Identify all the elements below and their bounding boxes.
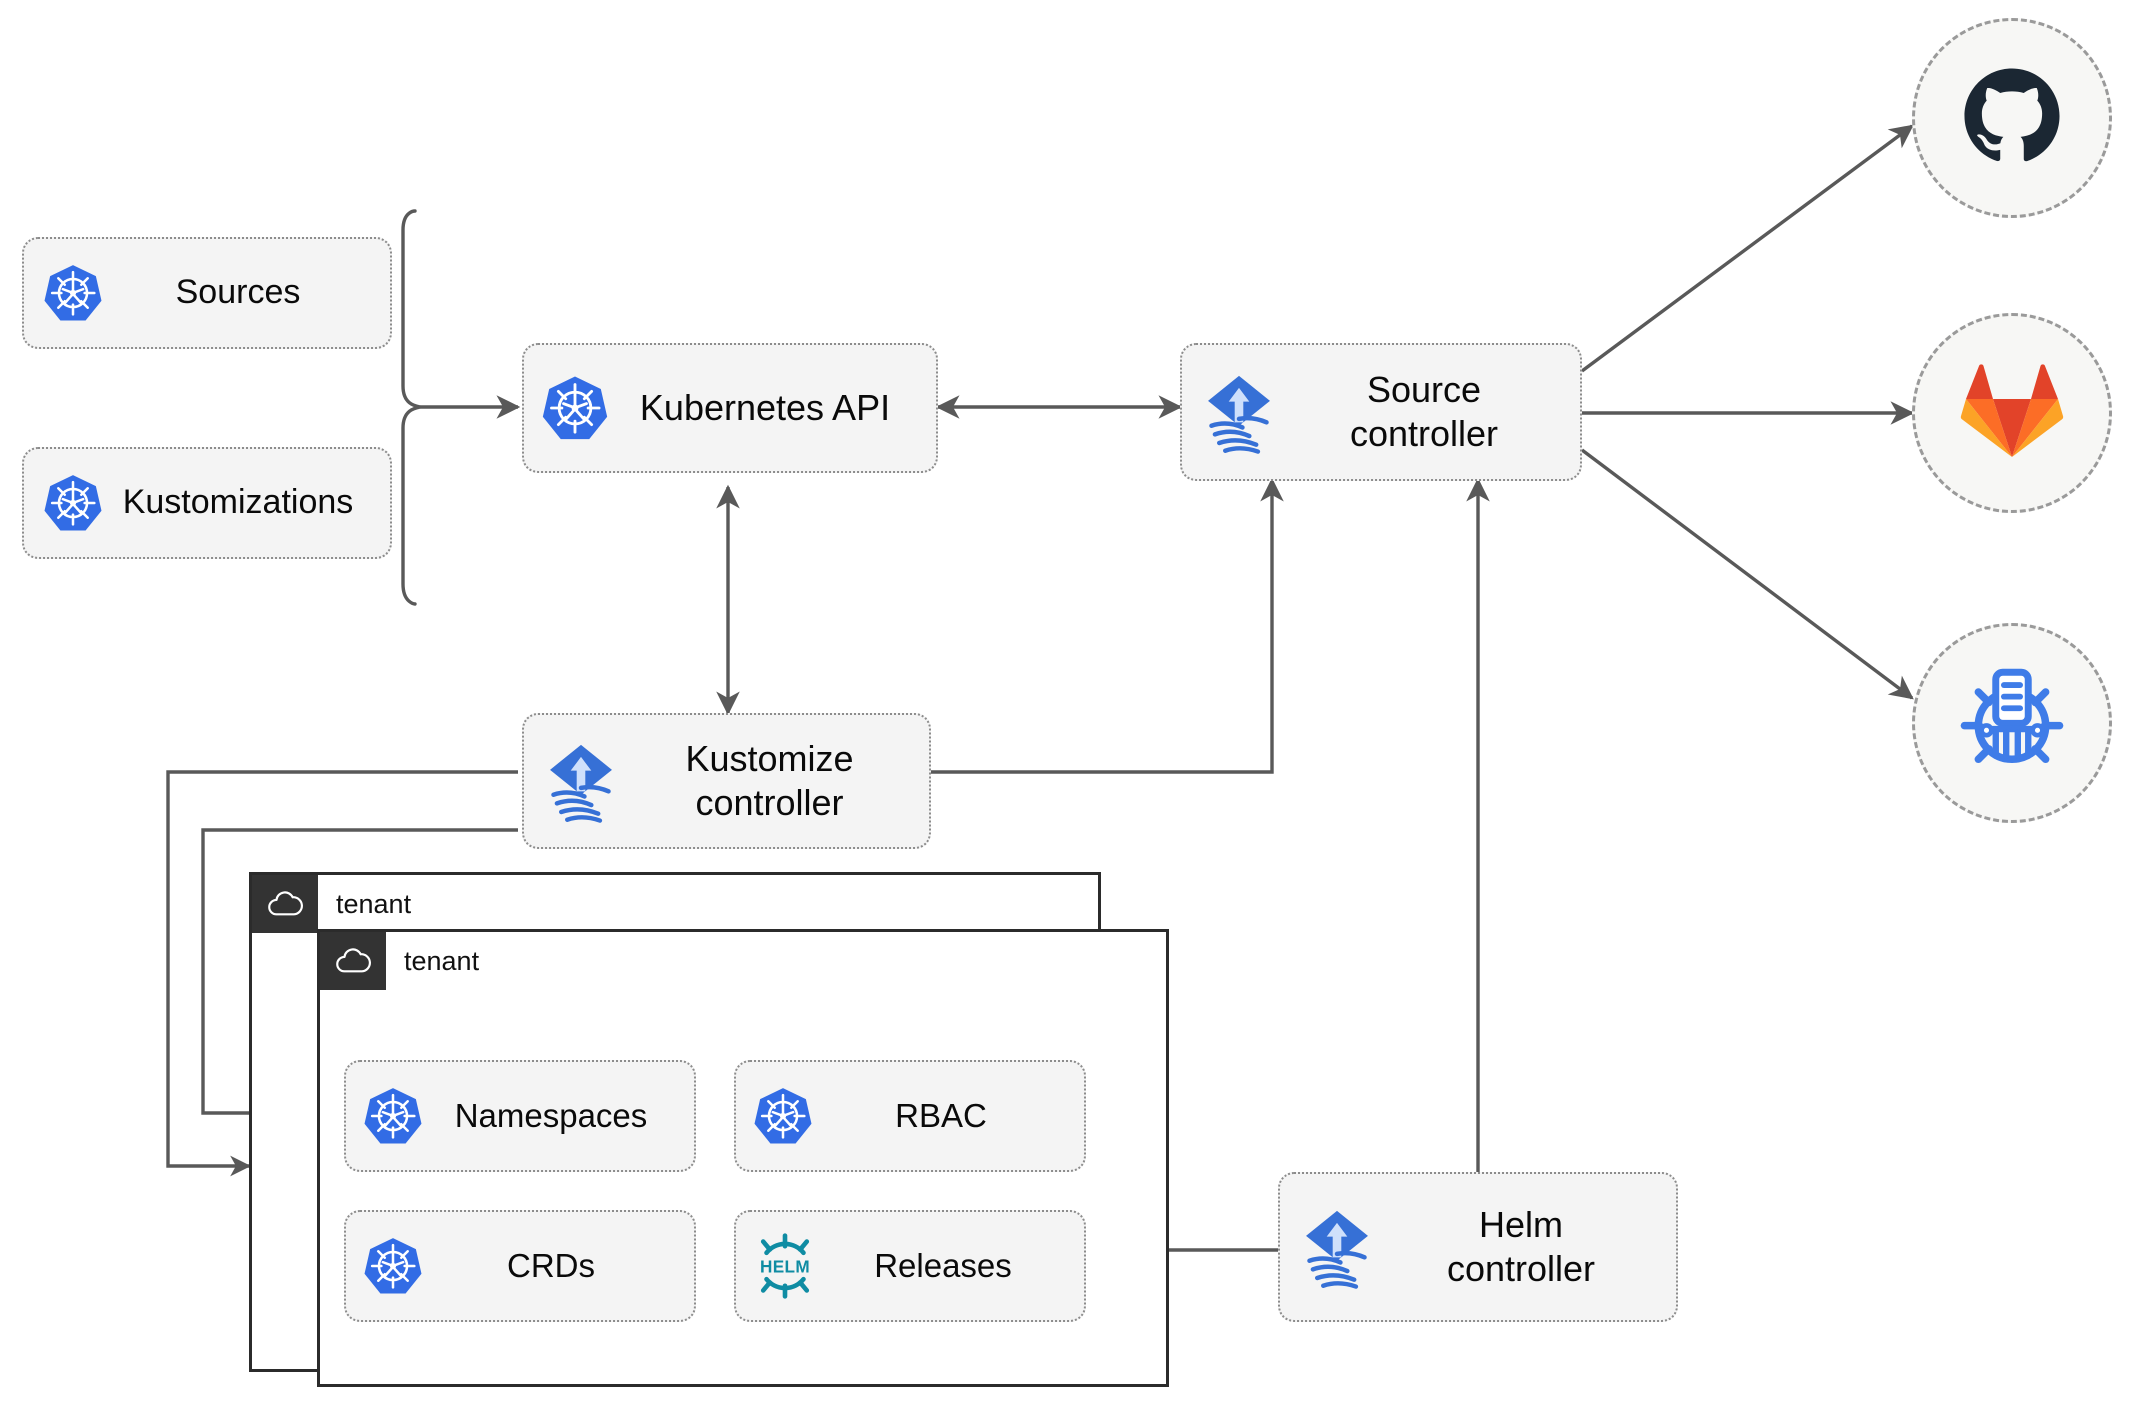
kubernetes-icon — [362, 1085, 424, 1147]
resource-label: Sources — [175, 273, 301, 312]
tenant-container-front[interactable]: tenant — [317, 929, 1169, 1387]
controller-node-source-controller[interactable]: Source controller — [1180, 343, 1582, 481]
controller-label: Source controller — [1349, 369, 1499, 454]
tenant-label: tenant — [336, 888, 412, 919]
tenant-resource-label: CRDs — [507, 1246, 595, 1284]
resource-label: Kustomizations — [122, 483, 354, 522]
resource-node-kustomizations[interactable]: Kustomizations — [22, 447, 392, 559]
helm-repo-icon — [1954, 663, 2070, 784]
controller-node-helm-controller[interactable]: Helm controller — [1278, 1172, 1678, 1322]
flux-icon — [1196, 369, 1282, 455]
tenant-resource-namespaces[interactable]: Namespaces — [344, 1060, 696, 1172]
kubernetes-icon — [752, 1085, 814, 1147]
controller-node-kubernetes-api[interactable]: Kubernetes API — [522, 343, 938, 473]
kubernetes-icon — [540, 373, 610, 443]
controller-label: Kubernetes API — [639, 387, 891, 429]
github-icon — [1958, 62, 2066, 175]
flux-icon — [1294, 1204, 1380, 1290]
kubernetes-icon — [42, 472, 104, 534]
tenant-resource-label: Releases — [874, 1246, 1012, 1284]
controller-label: Helm controller — [1446, 1204, 1596, 1289]
tenant-resource-crds[interactable]: CRDs — [344, 1210, 696, 1322]
flux-icon — [538, 738, 624, 824]
controller-label: Kustomize controller — [685, 738, 854, 823]
tenant-resource-rbac[interactable]: RBAC — [734, 1060, 1086, 1172]
provider-node-helm-repository[interactable] — [1912, 623, 2112, 823]
svg-text:HELM: HELM — [760, 1257, 810, 1277]
resource-node-sources[interactable]: Sources — [22, 237, 392, 349]
provider-node-gitlab[interactable] — [1912, 313, 2112, 513]
provider-node-github[interactable] — [1912, 18, 2112, 218]
gitlab-icon — [1960, 361, 2064, 466]
cloud-icon — [252, 875, 318, 933]
kubernetes-icon — [42, 262, 104, 324]
tenant-resource-releases[interactable]: HELM Releases — [734, 1210, 1086, 1322]
tenant-resource-label: Namespaces — [454, 1096, 648, 1134]
kubernetes-icon — [362, 1235, 424, 1297]
helm-icon: HELM — [752, 1233, 818, 1299]
controller-node-kustomize-controller[interactable]: Kustomize controller — [522, 713, 931, 849]
tenant-resource-label: RBAC — [895, 1096, 987, 1134]
cloud-icon — [320, 932, 386, 990]
tenant-label: tenant — [404, 945, 480, 976]
